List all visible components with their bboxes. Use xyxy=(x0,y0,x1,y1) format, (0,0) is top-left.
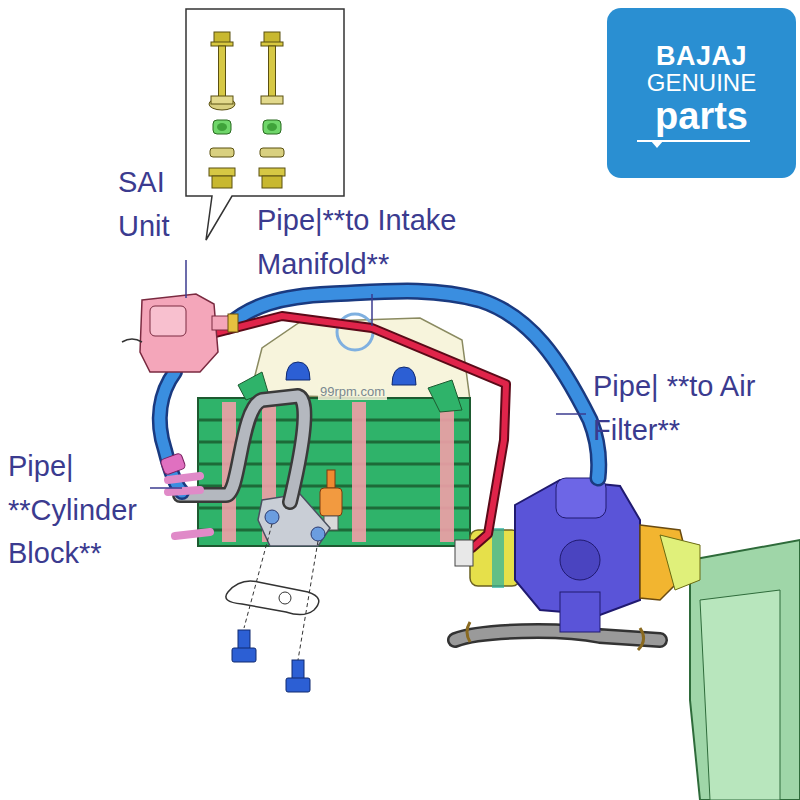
hose-cylinder xyxy=(160,372,182,492)
head-bolt xyxy=(286,362,416,385)
hose xyxy=(455,631,660,640)
logo-badge: BAJAJGENUINEparts xyxy=(607,8,796,178)
pipe-intake xyxy=(196,316,506,548)
frame-part xyxy=(700,590,780,800)
part-label: Pipe| **Cylinder Block** xyxy=(8,445,153,576)
leader-line xyxy=(150,260,586,488)
hose-clip xyxy=(467,622,644,650)
bolt-set xyxy=(209,32,285,188)
part-label: Pipe| **to Air Filter** xyxy=(593,365,758,452)
gasket xyxy=(226,581,319,614)
watermark: 99rpm.com xyxy=(318,384,387,400)
pipe-intake xyxy=(196,316,506,548)
sai-unit xyxy=(122,294,238,372)
logo-text: BAJAJ xyxy=(607,42,796,70)
logo-text: parts xyxy=(607,97,796,135)
head-tab xyxy=(428,380,462,412)
fitting xyxy=(168,476,210,536)
frame-part xyxy=(690,540,800,800)
hose xyxy=(455,631,660,640)
assembly-line xyxy=(244,524,318,660)
logo-arrow xyxy=(651,141,663,148)
part-label: Pipe|**to Intake Manifold** xyxy=(257,199,519,286)
part-label: SAI Unit xyxy=(118,161,198,248)
intake-fitting xyxy=(455,540,473,566)
hose-cylinder xyxy=(160,372,182,492)
carburettor xyxy=(470,478,700,632)
hose-clip xyxy=(160,453,186,476)
logo-text: GENUINE xyxy=(607,70,796,96)
flange-bolt xyxy=(232,630,310,692)
logo-underline xyxy=(607,135,780,165)
